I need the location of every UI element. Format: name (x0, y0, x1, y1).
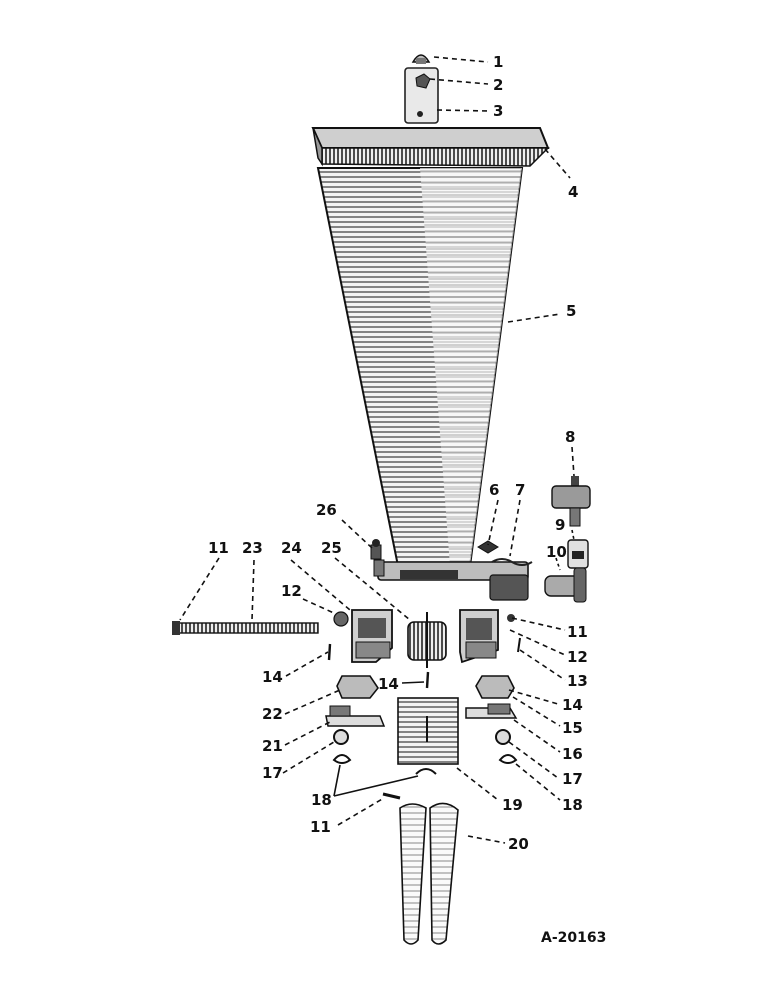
callout-14-left: 14 (262, 668, 283, 686)
hopper-bottom-casting (373, 559, 529, 601)
callout-11-right: 11 (567, 623, 588, 641)
part-9-insert (567, 539, 589, 569)
callout-17-right: 17 (562, 770, 583, 788)
callout-6: 6 (489, 481, 499, 499)
part-20-boot (399, 802, 459, 945)
part-13-screw (517, 637, 521, 653)
callout-16: 16 (562, 745, 583, 763)
part-8-fitting (551, 476, 591, 527)
callout-7: 7 (515, 481, 525, 499)
part-14-center-screw (425, 671, 430, 689)
callout-11-left: 11 (208, 539, 229, 557)
callout-24: 24 (281, 539, 302, 557)
part-12-left-nut (333, 611, 349, 627)
part-14-left-screw (327, 643, 332, 661)
part-17-left-washer (333, 729, 349, 745)
part-16-right-plate (465, 703, 518, 719)
right-housing (459, 609, 499, 664)
callout-2: 2 (493, 76, 503, 94)
part-22-left-cover (336, 675, 379, 699)
part-5-hopper-body (316, 167, 524, 567)
part-24-left-housing (351, 609, 393, 663)
callout-26: 26 (316, 501, 337, 519)
part-11-lower-pin (382, 792, 401, 800)
drawing-number: A-20163 (541, 930, 606, 946)
part-11-right-pin (507, 614, 515, 622)
part-15-right-cover (475, 675, 515, 699)
callout-4: 4 (568, 183, 578, 201)
part-2-clip (415, 73, 431, 89)
callout-12-left: 12 (281, 582, 302, 600)
callout-labels: 1 2 3 4 5 8 6 7 9 10 26 11 23 24 25 12 1… (208, 53, 606, 946)
callout-14-center: 14 (378, 675, 399, 693)
part-17-right-washer (495, 729, 511, 745)
callout-18-right: 18 (562, 796, 583, 814)
callout-3: 3 (493, 102, 503, 120)
callout-8: 8 (565, 428, 575, 446)
part-7-spring (491, 558, 533, 566)
callout-19: 19 (502, 796, 523, 814)
callout-25: 25 (321, 539, 342, 557)
callout-12-right: 12 (567, 648, 588, 666)
callout-17-left: 17 (262, 764, 283, 782)
part-25-feed-wheel (407, 612, 447, 668)
part-19-gate (397, 697, 459, 765)
part-10-fitting (544, 567, 587, 603)
part-18-right-clip (498, 754, 518, 764)
callout-9: 9 (555, 516, 565, 534)
callout-18-left: 18 (311, 791, 332, 809)
callout-11-lower: 11 (310, 818, 331, 836)
callout-1: 1 (493, 53, 503, 71)
part-18-center-clip (415, 768, 437, 775)
leader-lines (179, 56, 575, 844)
part-6-wing-nut (477, 540, 499, 554)
callout-10: 10 (546, 543, 567, 561)
callout-20: 20 (508, 835, 529, 853)
part-4-hopper-lid (311, 127, 550, 167)
part-21-left-plate (325, 705, 386, 727)
part-23-shaft (172, 621, 319, 635)
callout-23: 23 (242, 539, 263, 557)
part-3-bracket (404, 67, 439, 124)
callout-15: 15 (562, 719, 583, 737)
part-18-left-clip (332, 754, 352, 764)
callout-22: 22 (262, 705, 283, 723)
callout-14-right: 14 (562, 696, 583, 714)
callout-5: 5 (566, 302, 576, 320)
part-1-bolt (411, 54, 431, 64)
part-26-bolt (370, 539, 382, 560)
callout-13: 13 (567, 672, 588, 690)
callout-21: 21 (262, 737, 283, 755)
